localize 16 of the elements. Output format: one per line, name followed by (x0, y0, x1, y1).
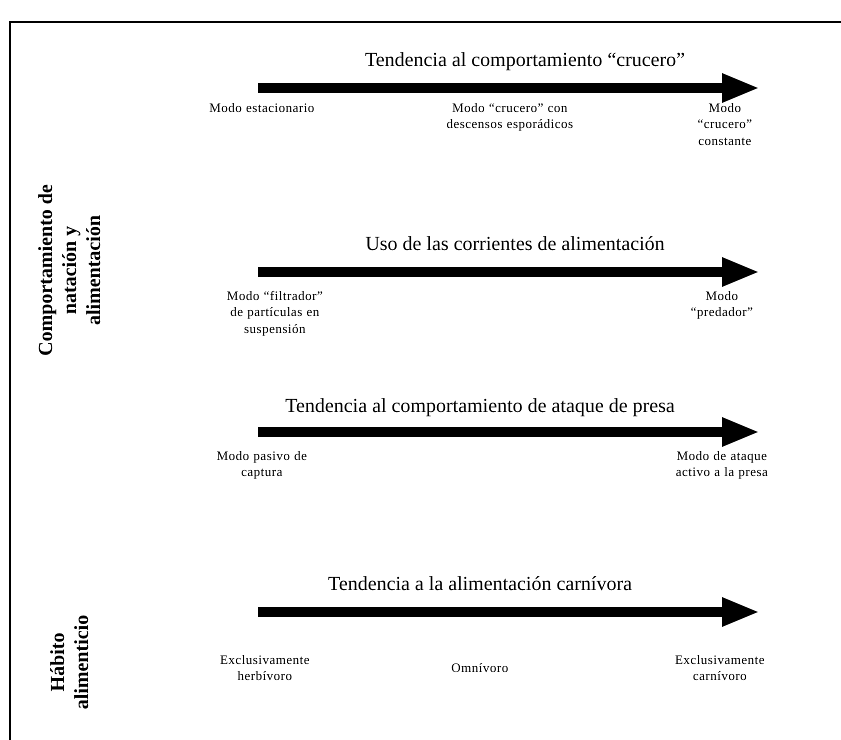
scale-label: Modo de ataque activo a la presa (674, 448, 770, 480)
scale-label: Modo “crucero” constante (696, 100, 754, 149)
scale-label: Omnívoro (450, 660, 510, 676)
scale-label: Modo “filtrador” de partículas en suspensión (226, 288, 324, 337)
scale-label: Modo pasivo de captura (216, 448, 308, 480)
section-label: Hábito alimenticio (46, 614, 94, 712)
axis-title: Uso de las corrientes de alimentación (365, 232, 665, 257)
axis-title: Tendencia al comportamiento “crucero” (364, 48, 686, 73)
scale-label: Modo “crucero” con descensos esporádicos (445, 100, 575, 132)
axis-title: Tendencia al comportamiento de ataque de presa (285, 394, 675, 419)
section-label: Comportamiento de natación y alimentación (34, 183, 106, 358)
scale-label: Exclusivamente carnívoro (674, 652, 766, 684)
scale-label: Exclusivamente herbívoro (218, 652, 312, 684)
axis-title: Tendencia a la alimentación carnívora (328, 572, 632, 597)
scale-label: Modo estacionario (208, 100, 316, 116)
scale-label: Modo “predador” (690, 288, 754, 320)
